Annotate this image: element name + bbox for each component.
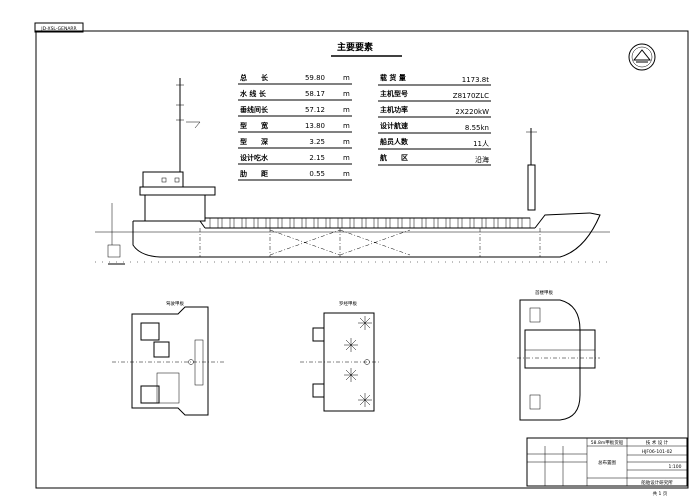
hatch-coaming (389, 217, 399, 229)
particular-value: 3.25 (309, 138, 325, 146)
hatch-coaming (233, 217, 243, 229)
particular-label: 船员人数 (380, 137, 409, 146)
particular-value: 沿海 (475, 155, 489, 164)
hatch-coaming (317, 217, 327, 229)
hatch-coaming (509, 217, 519, 229)
particular-unit: m (343, 74, 350, 82)
particular-label: 主机功率 (380, 105, 408, 114)
particular-row: 载 货 量 1173.8t (378, 73, 491, 86)
hatch-coaming (437, 217, 447, 229)
particular-label: 垂线间长 (240, 105, 269, 114)
particular-value: 11人 (473, 140, 489, 148)
hatch-coaming (341, 217, 351, 229)
hatch-coaming (293, 217, 303, 229)
particular-row: 垂线间长 57.12 m (238, 105, 352, 117)
drawing-name: 总布置图 (598, 459, 616, 466)
hatch-coaming (461, 217, 471, 229)
hatch-coaming (497, 217, 507, 229)
drawing-number: HJF06-101-02 (642, 449, 673, 455)
hatch-coaming (377, 217, 387, 229)
particular-value: 1173.8t (462, 76, 489, 84)
particular-row: 船员人数 11人 (378, 137, 491, 150)
particular-label: 型 深 (240, 137, 268, 146)
particular-row: 航 区 沿海 (378, 153, 491, 166)
company-logo-icon (628, 43, 656, 71)
hatch-coaming (245, 217, 255, 229)
plan-view-forecastle: 首楼甲板 (517, 289, 600, 421)
drawing-scale: 1:100 (669, 464, 682, 470)
particular-unit: m (343, 106, 350, 114)
particular-unit: m (343, 170, 350, 178)
hatch-coaming (365, 217, 375, 229)
hatch-coaming (401, 217, 411, 229)
sheet-tab-label: JD-XSL-GENARR (40, 26, 76, 32)
particular-label: 主机型号 (380, 89, 408, 98)
hatch-coaming (221, 217, 231, 229)
title-block: 58.8m甲板货船 技 术 设 计 总布置图 HJF06-101-02 1:10… (526, 437, 688, 497)
particular-value: Z8170ZLC (453, 92, 489, 100)
particular-label: 肋 距 (240, 169, 268, 178)
particular-row: 型 深 3.25 m (238, 137, 352, 149)
particular-label: 总 长 (240, 73, 269, 82)
hatch-coaming (521, 217, 531, 229)
table-title: 主要要素 (337, 41, 373, 53)
hatch-coaming (413, 217, 423, 229)
particular-row: 水 线 长 58.17 m (238, 89, 352, 101)
particular-value: 59.80 (305, 74, 325, 82)
drawing-frame (35, 30, 689, 489)
main-particulars-table: 主要要素 总 长 59.80 m 水 线 长 58.17 m 垂线间长 57.12 m 型 宽 13… (238, 41, 491, 181)
particular-label: 水 线 长 (240, 89, 267, 98)
hatch-coaming (209, 217, 219, 229)
company-name: 船舶设计研究所 (641, 479, 673, 486)
particular-label: 设计吃水 (240, 153, 269, 162)
project-name: 58.8m甲板货船 (591, 439, 624, 446)
particular-row: 肋 距 0.55 m (238, 169, 352, 181)
particular-value: 0.55 (309, 170, 325, 178)
plan-view-wheelhouse: 驾驶甲板 (112, 300, 225, 416)
hatch-coaming (473, 217, 483, 229)
hatch-coaming (281, 217, 291, 229)
particular-row: 设计航速 8.55kn (378, 121, 491, 134)
particular-row: 型 宽 13.80 m (238, 121, 352, 133)
particular-value: 57.12 (305, 106, 325, 114)
hatch-coaming (353, 217, 363, 229)
particular-value: 58.17 (305, 90, 325, 98)
particular-row: 设计吃水 2.15 m (238, 153, 352, 165)
ship-profile-view (95, 78, 610, 265)
particular-unit: m (343, 90, 350, 98)
particular-row: 总 长 59.80 m (238, 73, 352, 85)
sheet-tab (34, 22, 84, 33)
particular-value: 2X220kW (455, 108, 489, 116)
hatch-coaming (305, 217, 315, 229)
particular-label: 载 货 量 (380, 73, 406, 82)
particular-label: 型 宽 (240, 121, 268, 130)
particular-label: 航 区 (380, 153, 408, 162)
design-stage: 技 术 设 计 (646, 439, 669, 446)
hatch-coaming (485, 217, 495, 229)
plan1-title: 驾驶甲板 (166, 300, 184, 307)
particular-row: 主机型号 Z8170ZLC (378, 89, 491, 102)
plan-view-compass-deck: 罗经甲板 (300, 300, 380, 412)
sheet-count: 共 1 页 (653, 490, 668, 497)
particular-label: 设计航速 (380, 121, 408, 130)
particular-unit: m (343, 154, 350, 162)
particular-value: 13.80 (305, 122, 325, 130)
particular-unit: m (343, 138, 350, 146)
particular-unit: m (343, 122, 350, 130)
plan3-title: 首楼甲板 (535, 289, 553, 296)
particular-row: 主机功率 2X220kW (378, 105, 491, 118)
hatch-coaming (269, 217, 279, 229)
hatch-coaming (329, 217, 339, 229)
hatch-coaming (449, 217, 459, 229)
particular-value: 2.15 (309, 154, 325, 162)
hatch-coaming (257, 217, 267, 229)
hatch-coaming (425, 217, 435, 229)
plan2-title: 罗经甲板 (339, 300, 357, 307)
particular-value: 8.55kn (465, 124, 489, 132)
